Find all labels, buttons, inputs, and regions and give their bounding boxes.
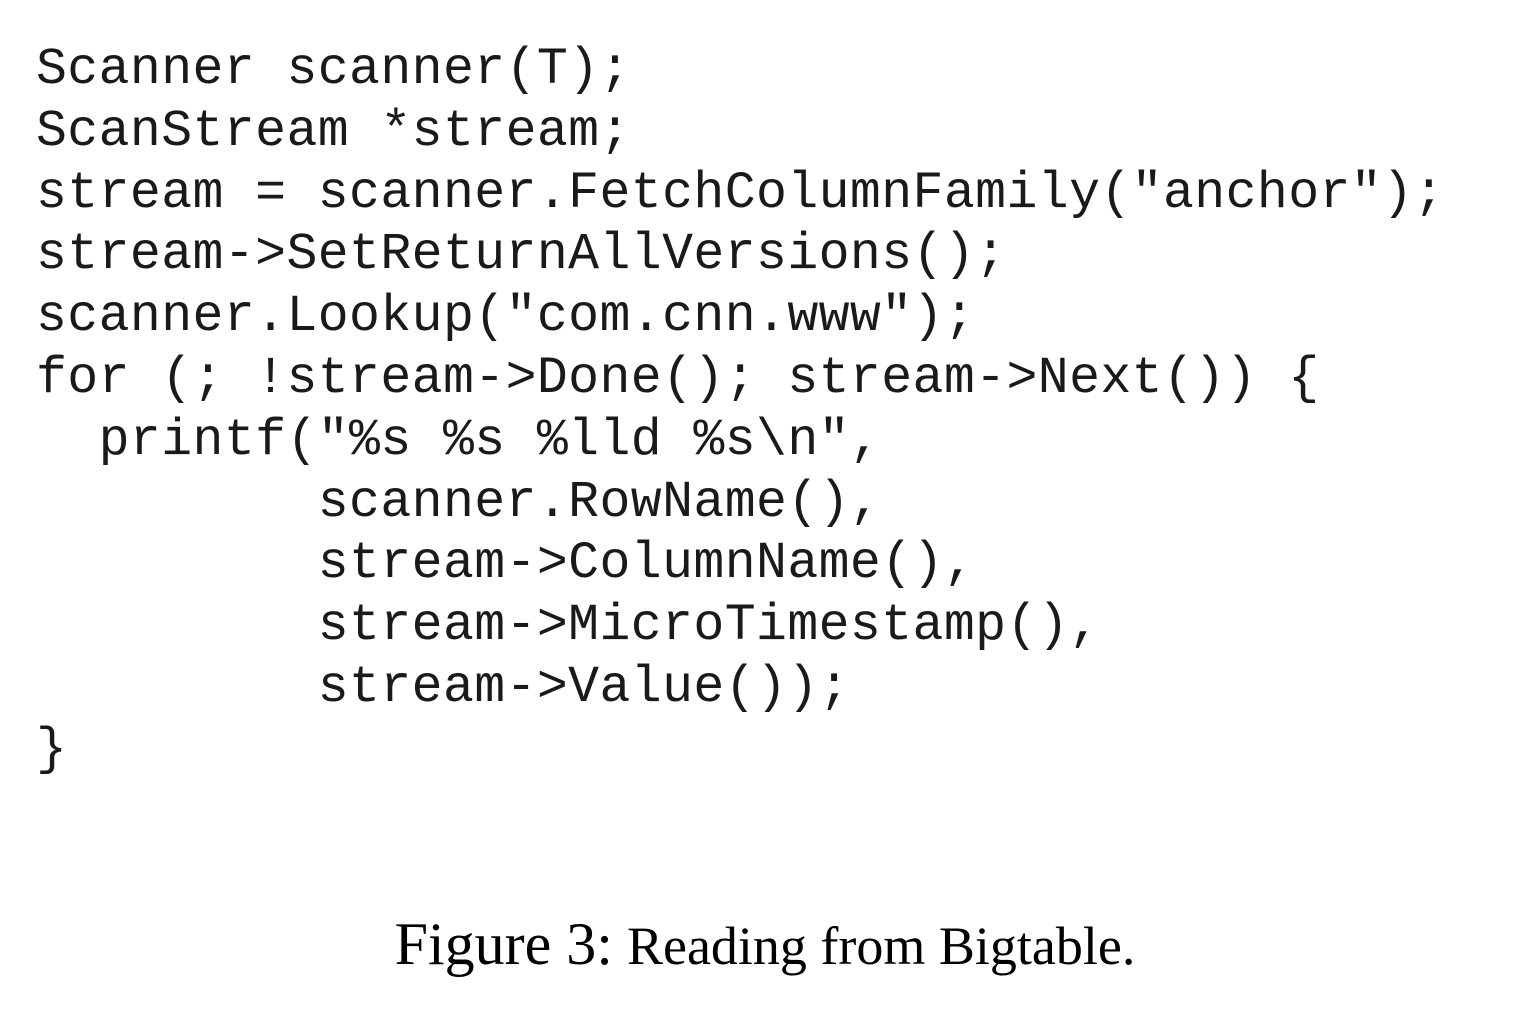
- figure-caption: Figure 3:Reading from Bigtable.: [0, 910, 1516, 979]
- figure-caption-text: Reading from Bigtable.: [626, 916, 1136, 976]
- code-line: ScanStream *stream;: [36, 102, 631, 161]
- code-line: stream->MicroTimestamp(),: [36, 597, 1101, 656]
- code-line: scanner.Lookup("com.cnn.www");: [36, 288, 976, 347]
- code-line: stream->Value());: [36, 658, 850, 717]
- code-line: }: [36, 720, 68, 779]
- code-line: stream->SetReturnAllVersions();: [36, 226, 1007, 285]
- code-line: for (; !stream->Done(); stream->Next()) …: [36, 349, 1320, 408]
- code-line: scanner.RowName(),: [36, 473, 882, 532]
- code-listing: Scanner scanner(T);ScanStream *stream;st…: [36, 40, 1445, 782]
- code-line: printf("%s %s %lld %s\n",: [36, 411, 882, 470]
- figure-label: Figure 3:: [394, 911, 613, 977]
- code-line: stream = scanner.FetchColumnFamily("anch…: [36, 164, 1445, 223]
- code-line: Scanner scanner(T);: [36, 41, 631, 99]
- code-line: stream->ColumnName(),: [36, 535, 976, 594]
